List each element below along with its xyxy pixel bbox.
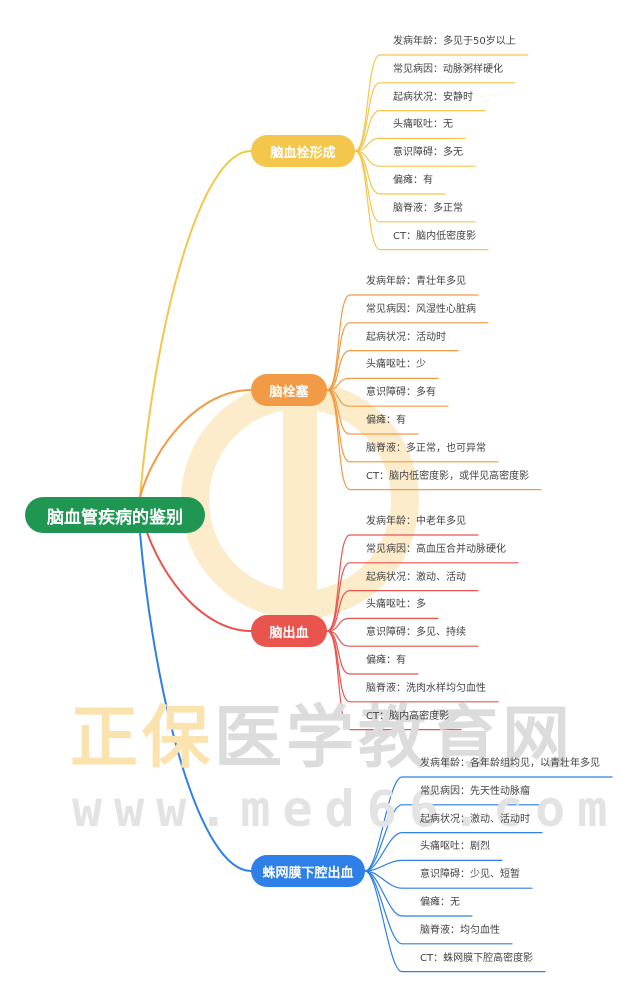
root-node[interactable]: 脑血管疾病的鉴别 [25, 497, 205, 533]
branch-to-leaf-connector [326, 350, 459, 391]
leaf-item[interactable]: 偏瘫：有 [366, 655, 406, 666]
branch-to-leaf-connector [354, 137, 466, 152]
leaf-item[interactable]: 起病状况：安静时 [393, 91, 473, 103]
leaf-item[interactable]: CT：脑内高密度影 [366, 710, 450, 722]
leaf-item[interactable]: 意识障碍：多见、持续 [366, 627, 466, 639]
leaf-item[interactable]: 起病状况：激动、活动 [366, 571, 466, 583]
leaf-item[interactable]: 脑脊液：多正常，也可异常 [366, 442, 486, 454]
leaf-item[interactable]: 意识障碍：多有 [366, 387, 436, 399]
leaf-item[interactable]: 常见病因：高血压合并动脉硬化 [366, 543, 506, 555]
branch-to-leaf-connector [326, 389, 542, 491]
branch-to-leaf-connector [364, 776, 613, 872]
root-to-branch-connector [139, 150, 252, 498]
branch-to-leaf-connector [364, 870, 546, 973]
branch-to-leaf-connector [326, 590, 479, 632]
leaf-item[interactable]: 发病年龄：中老年多见 [366, 516, 466, 527]
leaf-item[interactable]: 头痛呕吐：少 [366, 359, 426, 371]
leaf-item[interactable]: 起病状况：激动、活动时 [420, 813, 530, 825]
branch-to-leaf-connector [326, 294, 479, 391]
leaf-item[interactable]: 常见病因：先天性动脉瘤 [420, 785, 530, 797]
leaf-item[interactable]: CT：蛛网膜下腔高密度影 [420, 952, 534, 964]
branch-to-leaf-connector [354, 150, 489, 251]
leaf-item[interactable]: 意识障碍：少见、短暂 [420, 869, 520, 881]
branch-to-leaf-connector [354, 82, 516, 152]
branch-to-leaf-connector [326, 617, 439, 632]
branch-to-leaf-connector [326, 389, 419, 435]
leaf-item[interactable]: 常见病因：动脉粥样硬化 [393, 63, 503, 75]
branch-to-leaf-connector [364, 804, 543, 872]
branch-to-leaf-connector [326, 322, 489, 391]
leaf-item[interactable]: 偏瘫：无 [420, 897, 460, 908]
branch-to-leaf-connector [326, 534, 479, 632]
leaf-item[interactable]: 脑脊液：多正常 [393, 202, 463, 214]
leaf-item[interactable]: 头痛呕吐：无 [393, 119, 453, 131]
root-to-branch-connector [139, 389, 252, 498]
root-to-branch-connector [139, 532, 252, 872]
branch-node-cerebral-embolism[interactable]: 脑栓塞 [251, 374, 327, 406]
branch-node-cerebral-thrombosis[interactable]: 脑血栓形成 [251, 135, 355, 167]
branch-to-leaf-connector [354, 150, 446, 195]
leaf-item[interactable]: CT：脑内低密度影，或伴见高密度影 [366, 470, 530, 482]
leaf-item[interactable]: 偏瘫：有 [366, 415, 406, 426]
branch-to-leaf-connector [364, 870, 533, 889]
leaf-item[interactable]: CT：脑内低密度影 [393, 230, 477, 242]
leaf-item[interactable]: 常见病因：风湿性心脏病 [366, 303, 476, 315]
branch-to-leaf-connector [326, 630, 462, 731]
leaf-item[interactable]: 偏瘫：有 [393, 175, 433, 186]
leaf-item[interactable]: 发病年龄：各年龄组均见，以青壮年多见 [420, 758, 600, 769]
branch-to-leaf-connector [354, 110, 486, 152]
branch-node-cerebral-hemorrhage[interactable]: 脑出血 [251, 615, 327, 647]
branch-to-leaf-connector [364, 859, 503, 872]
leaf-item[interactable]: 脑脊液：洗肉水样均匀血性 [366, 682, 486, 694]
branch-to-leaf-connector [326, 377, 439, 391]
leaf-item[interactable]: 起病状况：活动时 [366, 331, 446, 343]
leaf-item[interactable]: 脑脊液：均匀血性 [420, 924, 500, 936]
branch-to-leaf-connector [326, 562, 519, 632]
leaf-item[interactable]: 意识障碍：多无 [393, 147, 463, 159]
leaf-item[interactable]: 发病年龄：青壮年多见 [366, 276, 466, 287]
branch-to-leaf-connector [364, 832, 543, 872]
branch-to-leaf-connector [326, 630, 419, 675]
branch-to-leaf-connector [364, 870, 473, 917]
leaf-item[interactable]: 头痛呕吐：剧烈 [420, 841, 490, 853]
leaf-item[interactable]: 发病年龄：多见于50岁以上 [393, 36, 516, 47]
leaf-item[interactable]: 头痛呕吐：多 [366, 599, 426, 611]
branch-to-leaf-connector [354, 54, 529, 152]
branch-node-subarachnoid-hemorrhage[interactable]: 蛛网膜下腔出血 [251, 855, 365, 887]
